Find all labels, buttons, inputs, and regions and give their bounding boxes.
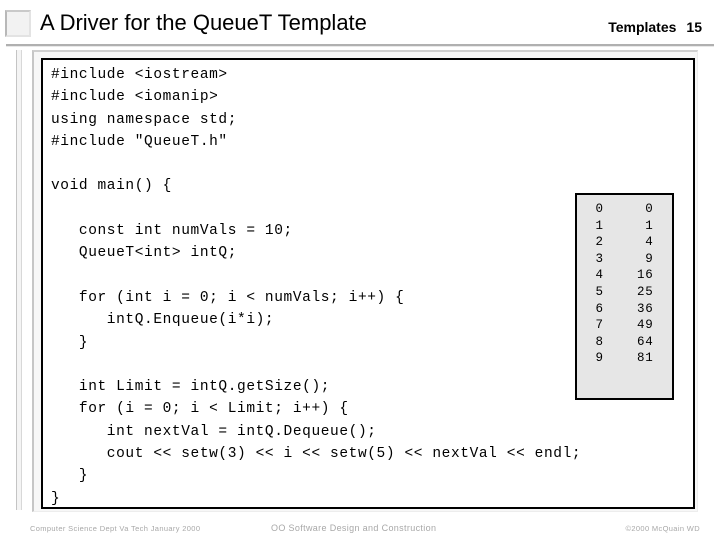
footer-left-text: Computer Science Dept Va Tech January 20… — [30, 524, 201, 533]
footer-center-text: OO Software Design and Construction — [271, 523, 437, 533]
header-topic-label: Templates — [608, 19, 677, 35]
page-title: A Driver for the QueueT Template — [40, 10, 367, 35]
header-divider — [6, 44, 714, 47]
slide-number: 15 — [686, 19, 702, 35]
header-topic-group: Templates 15 — [608, 19, 702, 35]
program-output-text: 0 0 1 1 2 4 3 9 4 16 5 25 6 36 7 49 8 64… — [595, 202, 654, 366]
slide-decoration-square — [5, 10, 31, 37]
footer-right-text: ©2000 McQuain WD — [625, 524, 700, 533]
code-panel: #include <iostream> #include <iomanip> u… — [41, 58, 695, 509]
program-output-panel: 0 0 1 1 2 4 3 9 4 16 5 25 6 36 7 49 8 64… — [575, 193, 674, 400]
source-code-text: #include <iostream> #include <iomanip> u… — [51, 67, 582, 507]
left-accent-bar — [16, 50, 22, 510]
